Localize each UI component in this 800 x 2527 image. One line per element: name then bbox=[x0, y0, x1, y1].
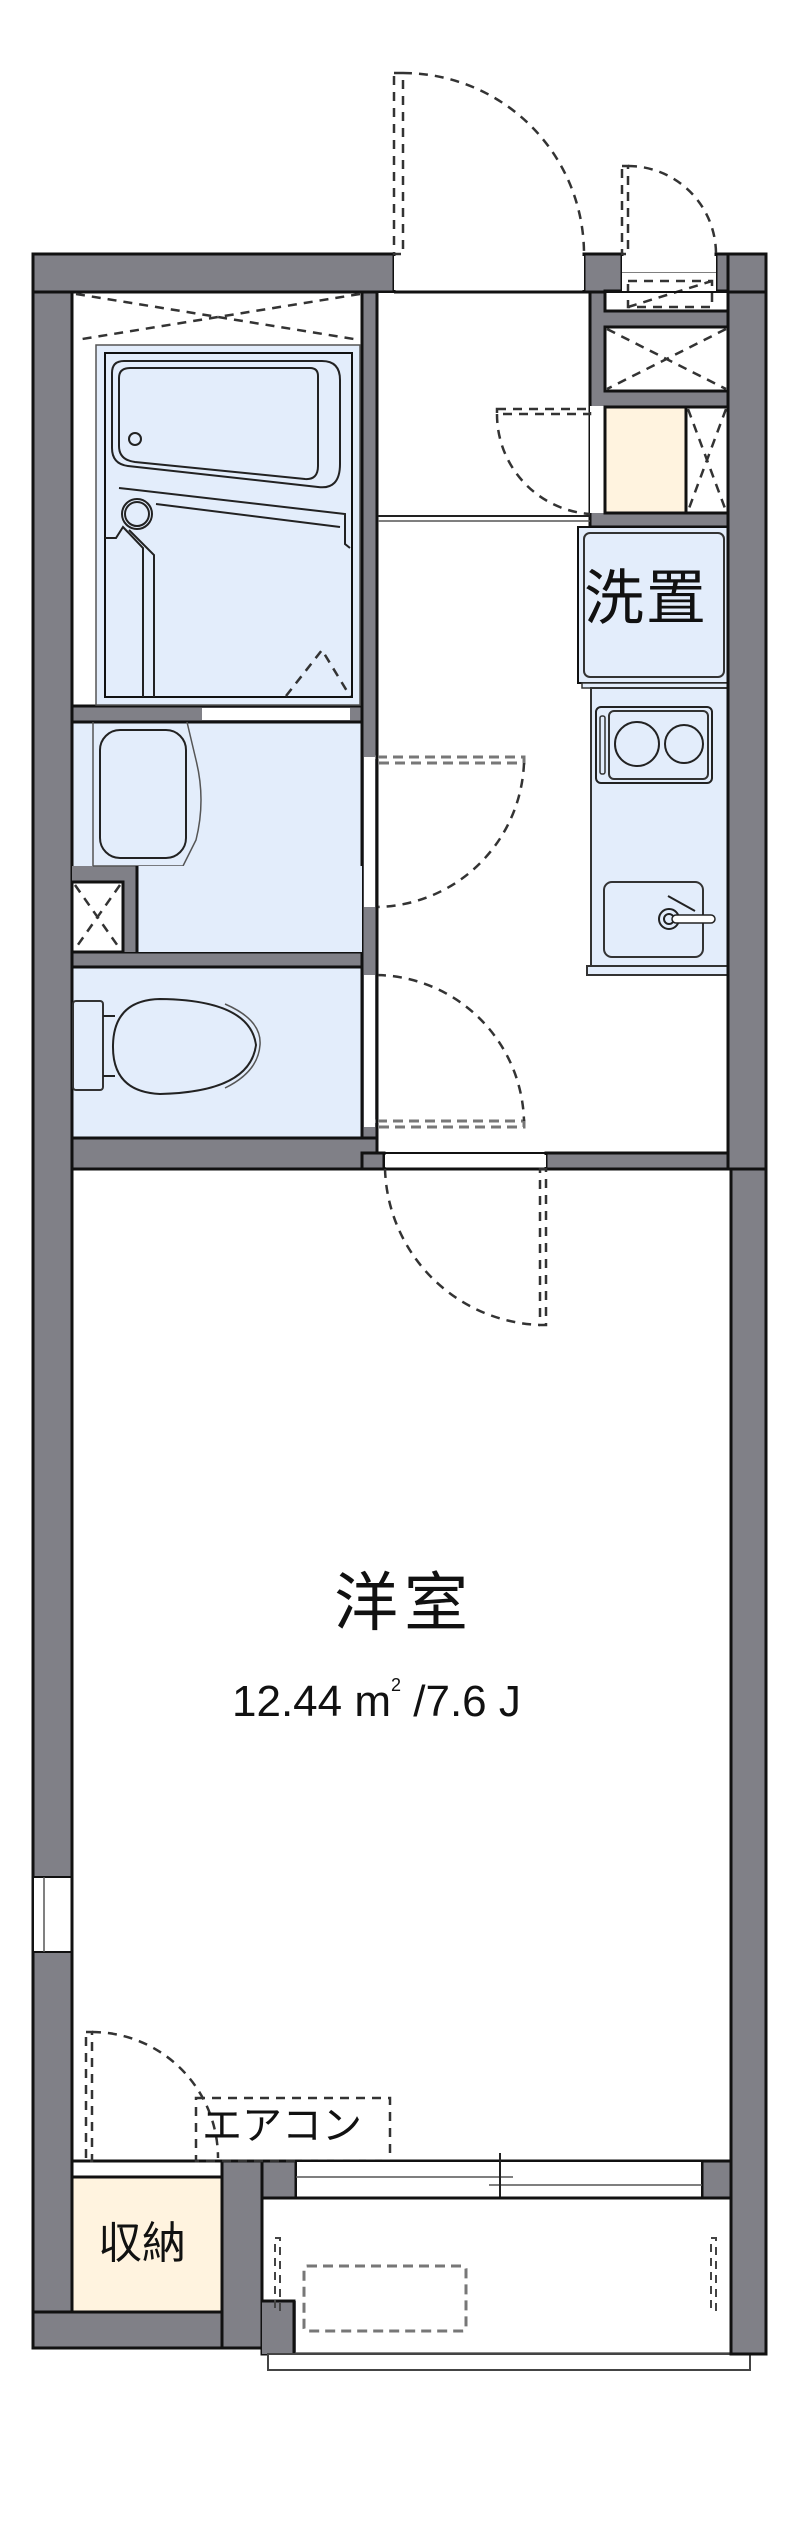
area-tatami: /7.6 J bbox=[413, 1677, 521, 1726]
closet-door bbox=[84, 2030, 220, 2163]
main-room-door bbox=[383, 1167, 548, 1327]
window-left bbox=[32, 1876, 73, 1953]
kitchen-counter bbox=[586, 687, 729, 976]
main-room-label: 洋室 bbox=[334, 1567, 474, 1641]
area-unit-sup: 2 bbox=[391, 1675, 402, 1695]
bathtub-icon bbox=[111, 360, 341, 489]
floor-drain-box bbox=[70, 880, 125, 954]
pipe-shaft-box bbox=[603, 325, 730, 393]
entrance-door bbox=[392, 71, 586, 256]
shoe-cabinet-door bbox=[495, 407, 592, 516]
bathroom bbox=[70, 290, 364, 708]
air-conditioner-label: エアコン bbox=[202, 2103, 362, 2149]
meter-box-door bbox=[620, 164, 718, 256]
washroom-door bbox=[375, 755, 526, 909]
stove-icon bbox=[595, 706, 713, 784]
toilet-door bbox=[375, 973, 526, 1129]
area-value: 12.44 bbox=[232, 1677, 343, 1726]
balcony bbox=[260, 2196, 751, 2371]
drain-icon bbox=[121, 498, 153, 530]
main-room-area-label: 12.44 m2 /7.6 J bbox=[232, 1676, 521, 1726]
closet bbox=[70, 2175, 224, 2314]
closet-label: 収納 bbox=[98, 2218, 186, 2269]
air-conditioner-box bbox=[194, 2096, 392, 2163]
washbasin-icon bbox=[92, 721, 202, 867]
washer-space-label: 洗置 bbox=[584, 564, 708, 634]
toilet-icon bbox=[72, 997, 261, 1096]
shoe-cabinet bbox=[590, 405, 730, 515]
toilet-room bbox=[70, 965, 364, 1140]
area-unit: m bbox=[354, 1677, 391, 1726]
sink-icon bbox=[603, 881, 716, 958]
washroom bbox=[70, 720, 364, 954]
